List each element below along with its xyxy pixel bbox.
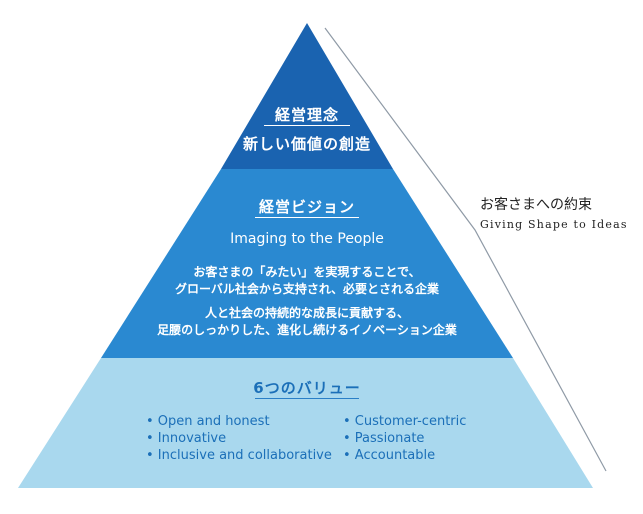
value-item: • Customer-centric — [343, 414, 467, 429]
philosophy-divider — [264, 125, 350, 126]
philosophy-heading: 経営理念 — [274, 106, 339, 124]
values-list-right: • Customer-centric • Passionate • Accoun… — [343, 413, 466, 464]
vision-line-2: グローバル社会から支持され、必要とされる企業 — [174, 282, 439, 296]
vision-divider — [255, 217, 359, 218]
philosophy-tagline: 新しい価値の創造 — [242, 135, 371, 153]
pyramid-tier-values — [18, 358, 593, 488]
promise-bracket-line — [324, 27, 607, 472]
vision-line-1: お客さまの「みたい」を実現することで、 — [193, 265, 421, 279]
vision-line-3: 人と社会の持続的な成長に貢献する、 — [204, 306, 409, 320]
vision-line-4: 足腰のしっかりした、進化し続けるイノベーション企業 — [157, 323, 457, 337]
values-heading: 6つのバリュー — [253, 379, 361, 397]
value-item: • Open and honest — [146, 414, 270, 429]
value-item: • Passionate — [343, 431, 425, 446]
values-list-left: • Open and honest • Innovative • Inclusi… — [146, 413, 332, 464]
value-item: • Inclusive and collaborative — [146, 448, 332, 463]
promise-label-en: Giving Shape to Ideas — [480, 218, 628, 231]
values-divider — [255, 398, 359, 399]
promise-label-jp: お客さまへの約束 — [480, 197, 592, 213]
value-item: • Accountable — [343, 448, 436, 463]
value-item: • Innovative — [146, 431, 227, 446]
pyramid-tier-vision — [101, 169, 513, 358]
vision-english: Imaging to the People — [230, 231, 384, 247]
pyramid-tier-philosophy — [221, 23, 393, 169]
vision-heading: 経営ビジョン — [258, 198, 355, 216]
